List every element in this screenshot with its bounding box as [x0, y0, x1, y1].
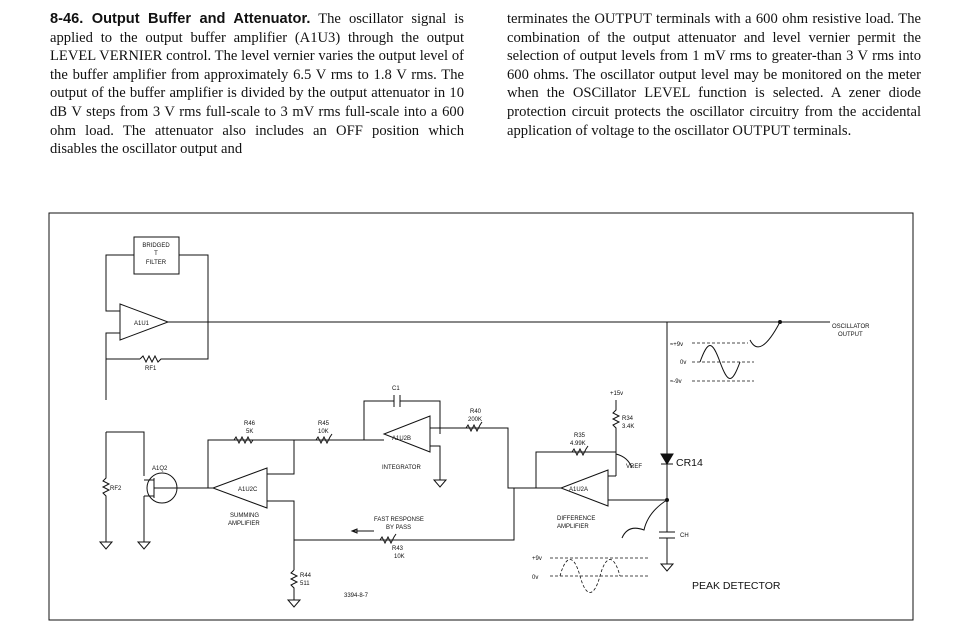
r43-value: 10K: [394, 554, 405, 560]
rf1-wire: [105, 332, 140, 360]
ground-icon: [98, 541, 114, 550]
ground-icon: [432, 479, 448, 488]
a1u2a-amplifier: [559, 469, 609, 507]
ch-label: CH: [680, 533, 689, 539]
paragraph-left: The oscillator signal is applied to the …: [50, 11, 464, 158]
ground-icon: [659, 563, 675, 572]
r40-wire: [430, 427, 561, 489]
oscillator-output-label-2: OUTPUT: [838, 332, 863, 338]
peak-levels: [550, 557, 648, 577]
r44-resistor: [289, 569, 299, 600]
a1u2c-amplifier: [211, 467, 268, 509]
bypass-label: BY PASS: [386, 525, 411, 531]
text-column-right: terminates the OUTPUT terminals with a 6…: [507, 10, 921, 140]
schematic-figure: BRIDGED T FILTER A1U1 RF1 RF2 A1Q2 A1U2C…: [48, 212, 914, 621]
r45-value: 10K: [318, 429, 329, 435]
difference-label-1: DIFFERENCE: [557, 516, 595, 522]
r34-label: R34: [622, 416, 634, 422]
difference-label-2: AMPLIFIER: [557, 524, 589, 530]
r40-resistor: [465, 421, 483, 433]
cr14-label: CR14: [676, 457, 703, 469]
a1u1-amplifier: [119, 303, 170, 341]
r46-resistor: [233, 435, 254, 445]
oscillator-output-label-1: OSCILLATOR: [832, 324, 870, 330]
integrator-ground-wire: [430, 445, 441, 480]
r35-label: R35: [574, 433, 586, 439]
bypass-wire: [294, 488, 515, 541]
callout-line: [621, 499, 668, 539]
a1u2b-amplifier: [382, 415, 431, 453]
arrow-left-icon: [350, 528, 374, 534]
c1-wires: [363, 400, 441, 440]
cr14-diode: [660, 453, 674, 465]
peak-top-label: +9v: [532, 556, 542, 562]
r34-value: 3.4K: [622, 424, 634, 430]
a1u2c-label: A1U2C: [238, 487, 258, 493]
c1-label: C1: [392, 386, 400, 392]
r34-resistor: [611, 400, 621, 452]
r45-resistor: [315, 433, 333, 445]
wave-bot-label: ≈-9v: [670, 379, 682, 385]
rf2-label: RF2: [110, 486, 122, 492]
r44-wire: [267, 500, 295, 570]
integrator-label: INTEGRATOR: [382, 465, 421, 471]
text-column-left: 8-46. Output Buffer and Attenuator. The …: [50, 10, 464, 159]
rf1-resistor: [139, 354, 164, 364]
summing-label-1: SUMMING: [230, 513, 259, 519]
vref-label: VREF: [626, 464, 642, 470]
c1-capacitor: [393, 395, 401, 407]
ground-icon: [286, 599, 302, 608]
wave-top-label: ≈+9v: [670, 342, 683, 348]
r35-resistor: [571, 445, 589, 457]
figure-border: [48, 212, 914, 621]
fast-response-label: FAST RESPONSE: [374, 517, 424, 523]
a1q2-label: A1Q2: [152, 466, 168, 472]
a1u2a-label: A1U2A: [569, 487, 588, 493]
a1u2b-label: A1U2B: [392, 436, 411, 442]
figure-number: 3394-8-7: [344, 593, 369, 599]
filter-wires: [105, 254, 209, 360]
rf2-resistor: [101, 432, 111, 542]
wave-levels: [692, 342, 754, 382]
paragraph-right: terminates the OUTPUT terminals with a 6…: [507, 11, 921, 139]
r45-label: R45: [318, 421, 330, 427]
rf2-top-wire: [106, 431, 145, 476]
callout-line: [749, 321, 781, 348]
summing-label-2: AMPLIFIER: [228, 521, 260, 527]
sine-waveform: [699, 345, 741, 379]
vref-arrow: [615, 453, 633, 469]
r40-label: R40: [470, 409, 482, 415]
r40-value: 200K: [468, 417, 482, 423]
peak-mid-label: 0v: [532, 575, 538, 581]
filter-label-2: T: [154, 251, 158, 257]
ch-capacitor: [659, 464, 675, 564]
r35-value: 4.99K: [570, 441, 586, 447]
r46-value: 5K: [246, 429, 253, 435]
r46-label: R46: [244, 421, 256, 427]
rf1-label: RF1: [145, 366, 157, 372]
wave-mid-label: 0v: [680, 360, 686, 366]
r44-value: 511: [300, 581, 310, 587]
filter-label-1: BRIDGED: [142, 243, 170, 249]
r43-resistor: [379, 533, 397, 545]
peak-sine-waveform: [559, 559, 621, 593]
r43-label: R43: [392, 546, 404, 552]
filter-label-3: FILTER: [146, 260, 167, 266]
ground-icon: [136, 541, 152, 550]
section-heading: 8-46. Output Buffer and Attenuator.: [50, 11, 311, 27]
r44-label: R44: [300, 573, 312, 579]
a1u1-label: A1U1: [134, 321, 150, 327]
a1q2-leads: [144, 478, 213, 498]
plus15-label: +15v: [610, 391, 623, 397]
peak-detector-label: PEAK DETECTOR: [692, 580, 781, 592]
